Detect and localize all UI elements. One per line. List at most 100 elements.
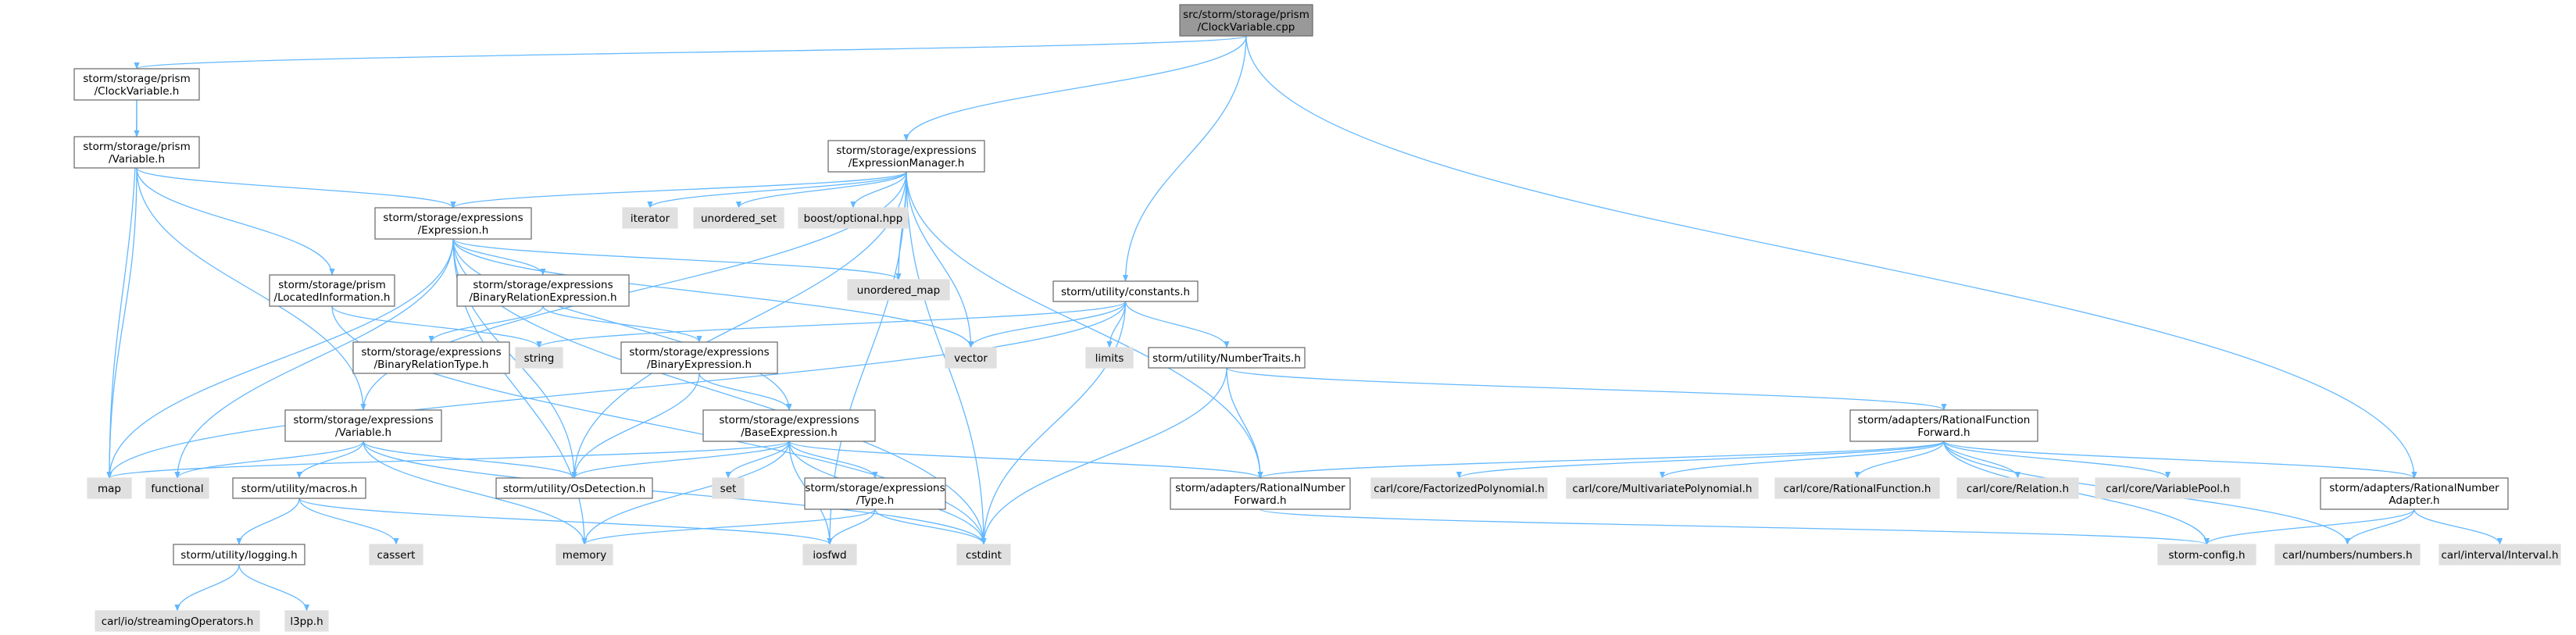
node-limits: limits bbox=[1085, 347, 1134, 369]
node-binary-expression-h[interactable]: storm/storage/expressions/BinaryExpressi… bbox=[620, 341, 778, 374]
edge-root-to-constants_h bbox=[1122, 35, 1247, 282]
node-label-line: storm/adapters/RationalFunction bbox=[1858, 414, 2031, 426]
node-number-traits-h[interactable]: storm/utility/NumberTraits.h bbox=[1148, 347, 1306, 369]
node-label-line: storm/storage/expressions bbox=[629, 346, 769, 359]
node-label-line: /ExpressionManager.h bbox=[849, 157, 965, 169]
node-located-information-h[interactable]: storm/storage/prism/LocatedInformation.h bbox=[269, 274, 395, 307]
node-box bbox=[1052, 280, 1199, 302]
node-root[interactable]: src/storm/storage/prism/ClockVariable.cp… bbox=[1179, 4, 1313, 37]
node-label-line: string bbox=[524, 352, 555, 365]
edge-expr_variable_h-to-memory bbox=[363, 441, 588, 545]
node-carl-interval: carl/interval/Interval.h bbox=[2438, 544, 2561, 565]
edge-expr_variable_h-to-os_detection_h bbox=[363, 441, 577, 479]
node-label-line: /BinaryRelationType.h bbox=[374, 359, 489, 371]
node-box bbox=[802, 544, 857, 565]
edge-located_information_h-to-string bbox=[331, 305, 542, 348]
edge-expression_manager_h-to-boost_optional bbox=[850, 171, 907, 209]
node-memory: memory bbox=[556, 544, 613, 565]
node-carl-variable-pool: carl/core/VariablePool.h bbox=[2095, 477, 2241, 499]
node-binary-relation-expression-h[interactable]: storm/storage/expressions/BinaryRelation… bbox=[456, 274, 630, 307]
node-box bbox=[232, 477, 366, 499]
node-label-line: unordered_map bbox=[857, 284, 940, 297]
node-label-line: carl/core/RationalFunction.h bbox=[1784, 483, 1931, 495]
node-box bbox=[712, 477, 745, 499]
node-binary-relation-type-h[interactable]: storm/storage/expressions/BinaryRelation… bbox=[352, 341, 510, 374]
edge-rn_forward_h-to-storm_config bbox=[1259, 508, 2210, 545]
node-label-line: /LocatedInformation.h bbox=[274, 291, 391, 304]
node-clockvar-h[interactable]: storm/storage/prism/ClockVariable.h bbox=[73, 68, 200, 101]
node-logging-h[interactable]: storm/utility/logging.h bbox=[173, 544, 305, 565]
edge-rf_forward_h-to-carl_multivariate bbox=[1660, 441, 1945, 479]
edge-binary_expression_h-to-os_detection_h bbox=[571, 373, 700, 479]
node-label-line: /BinaryExpression.h bbox=[647, 359, 752, 371]
node-box bbox=[1849, 409, 2038, 442]
node-label-line: storm/storage/expressions bbox=[473, 279, 613, 291]
node-box bbox=[1148, 347, 1306, 369]
node-box bbox=[2274, 544, 2421, 565]
node-box bbox=[73, 136, 200, 169]
edge-number_traits_h-to-rf_forward_h bbox=[1226, 367, 1947, 411]
dependency-edges bbox=[106, 35, 2503, 612]
edge-macros_h-to-cassert bbox=[298, 498, 399, 545]
edge-rn_adapter_h-to-storm_config bbox=[2203, 508, 2415, 545]
node-carl-numbers: carl/numbers/numbers.h bbox=[2274, 544, 2421, 565]
node-label-line: cstdint bbox=[966, 549, 1002, 562]
edge-expr_variable_h-to-functional bbox=[174, 441, 364, 479]
node-label-line: storm/storage/expressions bbox=[836, 144, 976, 157]
edge-expression_h-to-map bbox=[106, 238, 454, 479]
edge-expression_h-to-functional bbox=[174, 238, 454, 479]
node-label-line: /Variable.h bbox=[335, 426, 391, 439]
node-box bbox=[515, 347, 563, 369]
node-macros-h[interactable]: storm/utility/macros.h bbox=[232, 477, 366, 499]
node-storm-config: storm-config.h bbox=[2157, 544, 2256, 565]
node-label-line: carl/numbers/numbers.h bbox=[2282, 549, 2412, 562]
node-os-detection-h[interactable]: storm/utility/OsDetection.h bbox=[495, 477, 653, 499]
node-box bbox=[827, 140, 985, 173]
edge-constants_h-to-vector bbox=[967, 301, 1127, 348]
node-box bbox=[269, 274, 395, 307]
node-base-expression-h[interactable]: storm/storage/expressions/BaseExpression… bbox=[702, 409, 876, 442]
node-label-line: unordered_set bbox=[701, 212, 777, 225]
node-box bbox=[1170, 477, 1351, 510]
node-label-line: /ClockVariable.h bbox=[95, 85, 180, 98]
node-label-line: carl/core/FactorizedPolynomial.h bbox=[1374, 483, 1545, 495]
edge-expression_manager_h-to-vector bbox=[906, 171, 974, 348]
node-box bbox=[284, 610, 329, 632]
node-box bbox=[374, 207, 532, 240]
node-box bbox=[798, 207, 909, 229]
node-box bbox=[956, 544, 1011, 565]
node-label-line: carl/core/Relation.h bbox=[1967, 483, 2069, 495]
edge-expression_manager_h-to-rn_forward_h bbox=[906, 171, 1263, 479]
node-map: map bbox=[87, 477, 132, 499]
node-label-line: functional bbox=[151, 483, 203, 495]
node-box bbox=[1774, 477, 1940, 499]
edge-prism_variable_h-to-map bbox=[106, 167, 138, 479]
node-carl-multivariate: carl/core/MultivariatePolynomial.h bbox=[1566, 477, 1759, 499]
edge-rf_forward_h-to-rn_adapter_h bbox=[1943, 441, 2417, 479]
node-carl-relation: carl/core/Relation.h bbox=[1956, 477, 2079, 499]
node-label-line: /BaseExpression.h bbox=[741, 426, 838, 439]
node-label-line: storm/storage/prism bbox=[83, 73, 191, 85]
node-string: string bbox=[515, 347, 563, 369]
node-prism-variable-h[interactable]: storm/storage/prism/Variable.h bbox=[73, 136, 200, 169]
node-label-line: storm/storage/expressions bbox=[805, 482, 945, 494]
node-constants-h[interactable]: storm/utility/constants.h bbox=[1052, 280, 1199, 302]
edge-expression_h-to-binary_relation_expression_h bbox=[452, 238, 546, 276]
edge-rn_adapter_h-to-carl_interval bbox=[2413, 508, 2503, 545]
node-expr-variable-h[interactable]: storm/storage/expressions/Variable.h bbox=[284, 409, 442, 442]
edge-base_expression_h-to-os_detection_h bbox=[571, 441, 790, 479]
node-type-h[interactable]: storm/storage/expressions/Type.h bbox=[804, 477, 946, 510]
node-box bbox=[1566, 477, 1759, 499]
node-box bbox=[284, 409, 442, 442]
edge-expr_variable_h-to-macros_h bbox=[296, 441, 364, 479]
node-expression-h[interactable]: storm/storage/expressions/Expression.h bbox=[374, 207, 532, 240]
edge-expr_variable_h-to-cstdint bbox=[363, 441, 987, 545]
edge-base_expression_h-to-set bbox=[725, 441, 790, 479]
node-expression-manager-h[interactable]: storm/storage/expressions/ExpressionMana… bbox=[827, 140, 985, 173]
edge-macros_h-to-iosfwd bbox=[298, 498, 833, 545]
edge-constants_h-to-string bbox=[536, 301, 1127, 348]
